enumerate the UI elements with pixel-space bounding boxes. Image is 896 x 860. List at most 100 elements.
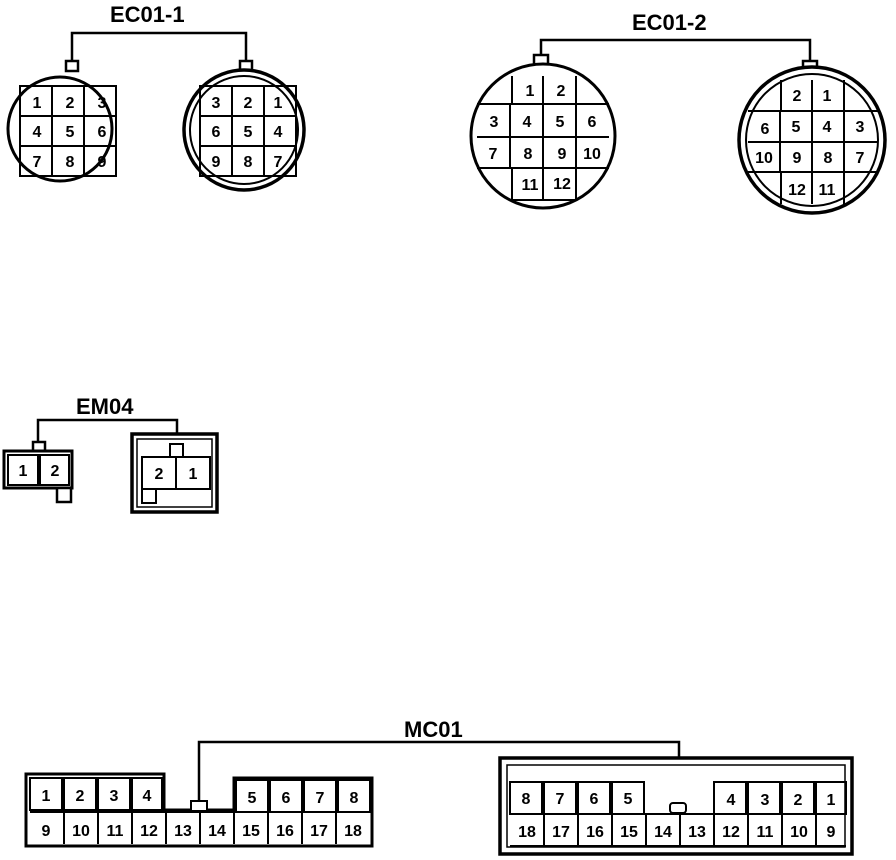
em04-male-key [55, 486, 73, 504]
ec01-1-title: EC01-1 [110, 2, 185, 27]
ec01-2-male-pin: 1 [526, 83, 535, 100]
ec01-1-female-pin: 2 [244, 95, 253, 112]
ec01-1-female-pin: 1 [274, 95, 283, 112]
mc01-male-pin: 6 [282, 790, 291, 807]
ec01-1-female-pin: 6 [212, 124, 221, 141]
ec01-1-male-latch [64, 59, 80, 73]
mc01-male-pin: 18 [344, 823, 362, 840]
connector-ec01-2: EC01-2 1 2 3 4 5 6 7 8 9 1 [469, 10, 887, 215]
mc01-male-pin: 1 [42, 788, 51, 805]
ec01-1-male-pin: 6 [98, 124, 107, 141]
ec01-2-male-pin: 6 [588, 114, 597, 131]
em04-female-latch [169, 443, 184, 458]
mc01-male-pin: 3 [110, 788, 119, 805]
ec01-2-female-pin: 2 [793, 88, 802, 105]
ec01-1-female-pin: 3 [212, 95, 221, 112]
mc01-male-pin: 17 [310, 823, 328, 840]
em04-male-pin: 1 [19, 463, 28, 480]
ec01-1-male-pin: 8 [66, 154, 75, 171]
mc01-male-pin: 15 [242, 823, 260, 840]
connector-mc01: MC01 1 2 [24, 717, 854, 856]
ec01-1-female-pin: 5 [244, 124, 253, 141]
ec01-2-female-pin: 8 [824, 150, 833, 167]
ec01-1-female-inner-ring [189, 75, 299, 185]
mc01-male-pin: 8 [350, 790, 359, 807]
ec01-2-male-pin: 4 [523, 114, 532, 131]
ec01-2-male-pin: 10 [583, 146, 601, 163]
mc01-male-pin: 9 [42, 823, 51, 840]
mc01-female-pin: 1 [827, 792, 836, 809]
mc01-female-pin: 14 [654, 824, 672, 841]
ec01-2-female-pin: 12 [788, 182, 806, 199]
ec01-2-link-line [539, 38, 812, 62]
connector-ec01-1: EC01-1 1 2 3 4 5 6 7 8 9 [6, 2, 306, 192]
ec01-1-female-pin: 4 [274, 124, 283, 141]
ec01-2-male-pin: 9 [558, 146, 567, 163]
ec01-2-male-pin: 11 [522, 177, 539, 194]
ec01-2-male-connector: 1 2 3 4 5 6 7 8 9 10 11 12 [469, 53, 617, 210]
ec01-2-female-inner-ring [745, 73, 879, 207]
ec01-1-link-line [70, 31, 248, 62]
mc01-male-pin: 14 [208, 823, 226, 840]
ec01-2-female-pin: 3 [856, 119, 865, 136]
ec01-2-female-pin: 7 [856, 150, 865, 167]
ec01-1-male-connector: 1 2 3 4 5 6 7 8 9 [6, 59, 117, 183]
ec01-1-male-pin: 9 [98, 154, 107, 171]
ec01-1-female-pin: 7 [274, 154, 283, 171]
mc01-link-line [197, 740, 681, 801]
ec01-1-female-body [182, 68, 306, 192]
ec01-2-female-pin: 10 [755, 150, 773, 167]
ec01-1-female-pin: 9 [212, 154, 221, 171]
ec01-2-female-pin: 11 [819, 182, 836, 199]
ec01-2-title: EC01-2 [632, 10, 707, 35]
mc01-male-pin: 7 [316, 790, 325, 807]
em04-female-connector: 2 1 [130, 432, 219, 514]
em04-male-connector: 1 2 [2, 440, 74, 504]
em04-title: EM04 [76, 394, 134, 419]
em04-link-line [36, 418, 179, 444]
mc01-female-pin: 15 [620, 824, 638, 841]
mc01-female-pin: 3 [761, 792, 770, 809]
ec01-1-male-pin: 4 [33, 124, 42, 141]
mc01-female-pin: 8 [522, 791, 531, 808]
mc01-male-pin: 13 [174, 823, 192, 840]
ec01-1-female-grid [199, 85, 297, 177]
em04-male-pin: 2 [51, 463, 60, 480]
ec01-1-male-pin: 2 [66, 95, 75, 112]
mc01-male-pin: 10 [72, 823, 90, 840]
mc01-female-pin: 7 [556, 791, 565, 808]
ec01-2-male-pin: 12 [553, 176, 571, 193]
mc01-female-pin: 13 [688, 824, 706, 841]
ec01-2-male-pin: 5 [556, 114, 565, 131]
ec01-2-female-connector: 2 1 6 5 4 3 10 9 8 7 12 11 [737, 59, 887, 215]
ec01-2-female-pin: 1 [823, 88, 832, 105]
mc01-female-pin: 16 [586, 824, 604, 841]
mc01-female-pin: 4 [727, 792, 736, 809]
ec01-1-male-body [6, 75, 114, 183]
mc01-male-pin: 16 [276, 823, 294, 840]
em04-female-key [141, 488, 157, 504]
mc01-female-pin: 2 [794, 792, 803, 809]
mc01-female-pin: 6 [590, 791, 599, 808]
em04-female-pin: 2 [155, 466, 164, 483]
mc01-female-pin: 11 [757, 824, 774, 841]
ec01-2-male-pin: 7 [489, 146, 498, 163]
mc01-female-pin: 12 [722, 824, 740, 841]
mc01-female-pin: 17 [552, 824, 570, 841]
em04-female-pin: 1 [189, 466, 198, 483]
mc01-male-latch [190, 800, 208, 812]
ec01-2-male-pin: 2 [557, 83, 566, 100]
mc01-female-pin: 9 [827, 824, 836, 841]
ec01-1-female-pin: 8 [244, 154, 253, 171]
mc01-male-pin: 5 [248, 790, 257, 807]
ec01-1-male-pin: 7 [33, 154, 42, 171]
mc01-female-pin: 18 [518, 824, 536, 841]
ec01-2-female-pin: 4 [823, 119, 832, 136]
mc01-female-pin: 5 [624, 791, 633, 808]
mc01-title: MC01 [404, 717, 463, 742]
mc01-male-pin: 4 [143, 788, 152, 805]
mc01-female-latch [669, 802, 687, 814]
ec01-2-female-pin: 6 [761, 121, 770, 138]
ec01-1-male-grid [19, 85, 117, 177]
